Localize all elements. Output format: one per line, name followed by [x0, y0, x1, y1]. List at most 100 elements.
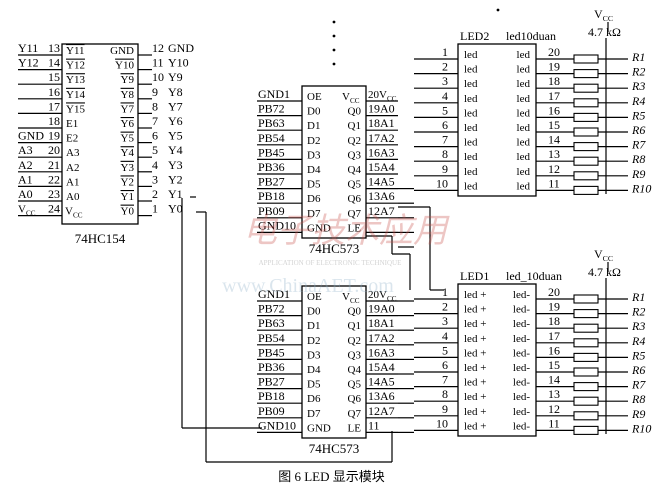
led-resistor-label: R2 [631, 65, 645, 79]
decoder-right-inner-label: Y9 [121, 74, 135, 86]
decoder-right-pin-label: Y1 [168, 187, 183, 201]
led-left-pin-number: 9 [442, 402, 448, 416]
led-right-pin-number: 17 [548, 89, 560, 103]
led-right-pin-number: 11 [548, 176, 560, 190]
decoder-right-pin-label: GND [168, 41, 194, 55]
led-resistor-symbol [573, 367, 599, 377]
latch-right-pin-label: 11 [368, 418, 380, 432]
led-resistor-label: R3 [631, 319, 645, 333]
latch-left-inner-label: D0 [307, 106, 321, 118]
led-right-pin-number: 20 [548, 45, 560, 59]
latch-right-pin-label: 19A0 [368, 102, 395, 116]
decoder-right-pin-number: 6 [152, 129, 158, 143]
latch-left-pin-label: PB72 [258, 302, 285, 316]
latch-part-label: 74HC573 [309, 241, 360, 256]
watermark-site: www.ChinaAET.com [222, 275, 394, 297]
latch-left-inner-label: D6 [307, 393, 321, 405]
led-part-name: led_10duan [506, 269, 562, 283]
led-bar-1 [457, 43, 537, 197]
latch-left-inner-label: OE [307, 91, 322, 103]
latch-chip-1 [301, 85, 367, 239]
led-right-pin-number: 18 [548, 74, 560, 88]
led-title: LED2 [460, 29, 489, 43]
led-resistor-symbol [573, 396, 599, 406]
decoder-left-pin-label: A1 [18, 172, 33, 186]
led-part-name: led10duan [506, 29, 556, 43]
led-cathode-label: led [517, 93, 531, 105]
led-resistor-value: 4.7 kΩ [588, 265, 621, 279]
latch-right-inner-label: LE [348, 422, 362, 434]
decoder-right-pin-number: 3 [152, 172, 158, 186]
latch-right-inner-label: Q7 [348, 208, 362, 220]
latch-left-pin-label: PB72 [258, 102, 285, 116]
decoder-right-pin-label: Y0 [168, 202, 183, 216]
led-resistor-symbol [573, 309, 599, 319]
led-anode-label: led + [464, 304, 486, 316]
led-left-pin-number: 5 [442, 103, 448, 117]
decoder-left-pin-label: Y11 [18, 41, 38, 55]
latch-right-pin-label: 15A4 [368, 360, 395, 374]
latch-right-pin-label: 15A4 [368, 160, 395, 174]
led-resistor-label: R1 [631, 290, 645, 304]
led-right-pin-number: 19 [548, 300, 560, 314]
led-cathode-label: led- [513, 391, 530, 403]
decoder-right-inner-label: Y0 [121, 206, 135, 218]
decoder-left-inner-label: A0 [66, 191, 80, 203]
decoder-right-pin-label: Y6 [168, 114, 183, 128]
decoder-left-inner-label: Y11 [66, 45, 85, 57]
latch-left-pin-label: PB09 [258, 404, 285, 418]
latch-right-inner-label: VCC [342, 291, 360, 305]
latch-right-pin-label: 16A3 [368, 345, 395, 359]
decoder-left-inner-label: Y12 [66, 60, 85, 72]
led-resistor-label: R9 [631, 167, 645, 181]
latch-left-inner-label: GND [307, 422, 331, 434]
led-cathode-label: led [517, 78, 531, 90]
decoder-left-pin-number: 15 [48, 70, 60, 84]
led-cathode-label: led [517, 49, 531, 61]
latch-left-pin-label: PB27 [258, 175, 285, 189]
led-right-pin-number: 16 [548, 343, 560, 357]
led-cathode-label: led [517, 107, 531, 119]
led-resistor-label: R10 [631, 181, 651, 195]
led-resistor-symbol [573, 156, 599, 166]
led-anode-label: led + [464, 377, 486, 389]
latch-left-inner-label: D5 [307, 179, 321, 191]
decoder-right-inner-label: Y10 [115, 60, 134, 72]
led-cathode-label: led [517, 180, 531, 192]
latch-left-pin-label: PB45 [258, 145, 285, 159]
latch-right-inner-label: LE [348, 222, 362, 234]
led-resistor-symbol [573, 127, 599, 137]
led-cathode-label: led- [513, 289, 530, 301]
led-right-pin-number: 18 [548, 314, 560, 328]
led-resistor-label: R1 [631, 50, 645, 64]
decoder-right-pin-number: 11 [152, 56, 164, 70]
led-right-pin-number: 14 [548, 133, 560, 147]
led-anode-label: led [464, 137, 478, 149]
led-anode-label: led [464, 151, 478, 163]
latch-left-inner-label: D5 [307, 379, 321, 391]
led-left-pin-number: 10 [436, 176, 448, 190]
led-resistor-symbol [573, 352, 599, 362]
led-left-pin-number: 1 [442, 285, 448, 299]
decoder-left-inner-label: VCC [65, 206, 83, 220]
decoder-right-pin-label: Y9 [168, 70, 183, 84]
decoder-right-pin-label: Y5 [168, 129, 183, 143]
led-right-pin-number: 13 [548, 147, 560, 161]
latch-right-inner-label: Q2 [348, 335, 361, 347]
led-resistor-symbol [573, 98, 599, 108]
latch-left-pin-label: PB63 [258, 116, 285, 130]
continuation-dot [496, 8, 500, 12]
led-cathode-label: led [517, 122, 531, 134]
decoder-left-inner-label: A2 [66, 162, 79, 174]
decoder-right-pin-label: Y8 [168, 85, 183, 99]
latch-right-pin-label: 17A2 [368, 131, 395, 145]
latch-right-pin-label: 19A0 [368, 302, 395, 316]
led-right-pin-number: 19 [548, 60, 560, 74]
latch-right-inner-label: Q5 [348, 179, 362, 191]
latch-right-inner-label: Q0 [348, 306, 362, 318]
latch-left-inner-label: D1 [307, 120, 320, 132]
latch-right-inner-label: Q1 [348, 120, 361, 132]
decoder-right-inner-label: Y3 [121, 162, 135, 174]
